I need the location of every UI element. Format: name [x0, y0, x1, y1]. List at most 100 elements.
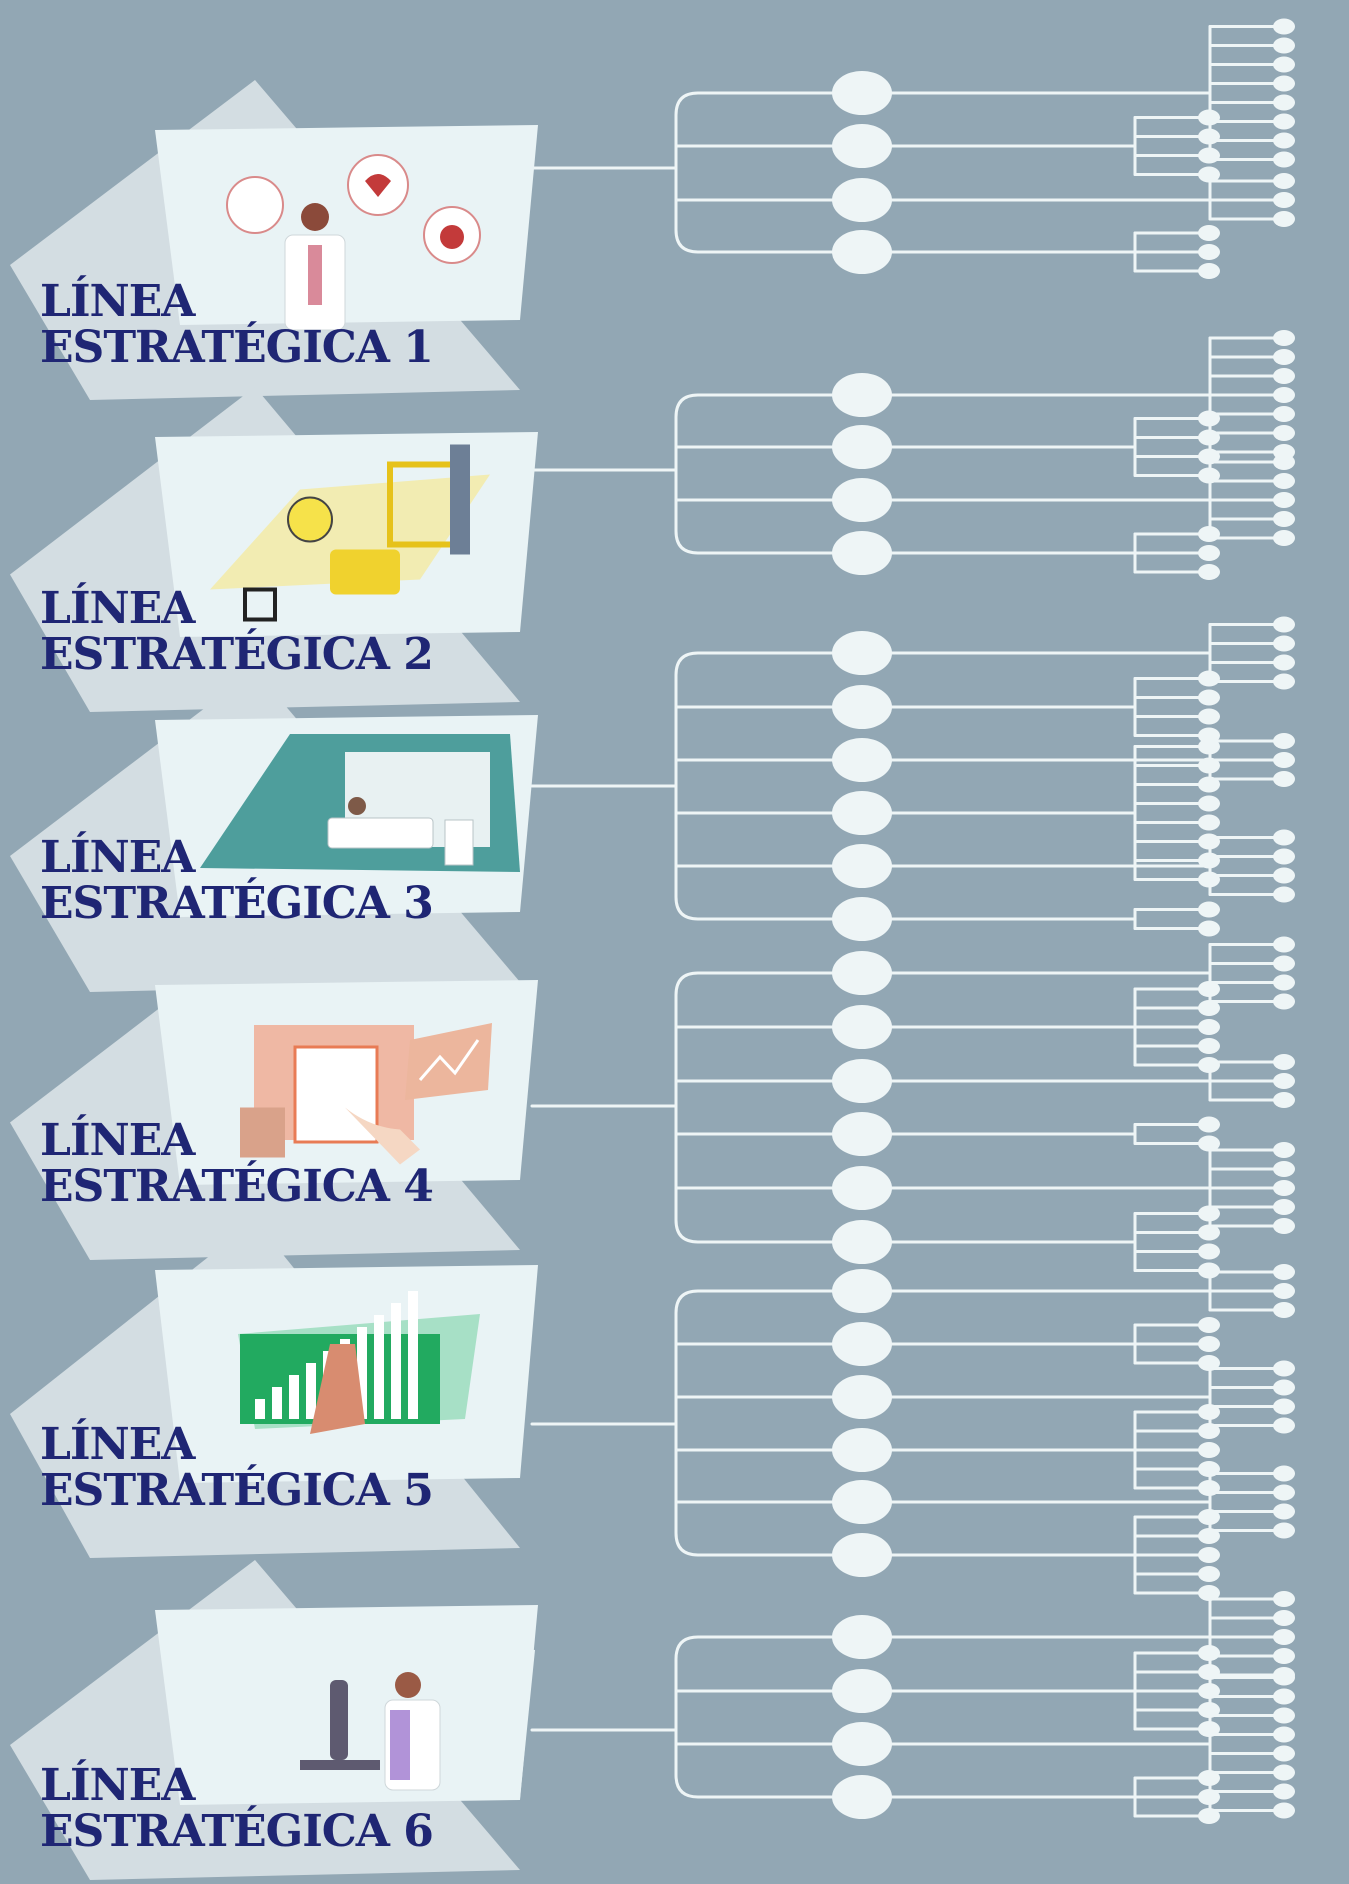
action-leaf: [1273, 511, 1295, 527]
doctor-health-icons: [226, 154, 481, 331]
action-leaf: [1273, 635, 1295, 652]
action-leaf: [1198, 166, 1220, 183]
action-leaf: [1273, 1726, 1295, 1743]
action-leaf: [1198, 1135, 1220, 1152]
action-leaf: [1273, 1073, 1295, 1089]
action-leaf: [1273, 673, 1295, 690]
line-title-3: LÍNEA ESTRATÉGICA 3: [40, 835, 434, 927]
action-leaf: [1273, 1745, 1295, 1762]
action-leaf: [1273, 132, 1295, 149]
action-leaf: [1273, 771, 1295, 787]
growth-bar: [272, 1387, 282, 1419]
action-leaf: [1198, 263, 1220, 279]
growth-bar: [306, 1363, 316, 1419]
objective-node: [832, 531, 892, 575]
action-leaf: [1273, 1161, 1295, 1177]
objective-node: [832, 230, 892, 274]
action-leaf: [1198, 814, 1220, 831]
card-1: [10, 80, 538, 400]
action-leaf: [1273, 75, 1295, 92]
action-leaf: [1273, 1802, 1295, 1819]
objective-node: [832, 1112, 892, 1156]
action-leaf: [1273, 1522, 1295, 1539]
action-leaf: [1198, 920, 1220, 937]
action-leaf: [1273, 473, 1295, 489]
action-leaf: [1198, 1442, 1220, 1458]
bracket-spine: [674, 1635, 834, 1799]
action-leaf: [1273, 192, 1295, 208]
objective-node: [832, 71, 892, 115]
growth-bar: [289, 1375, 299, 1419]
action-leaf: [1273, 1688, 1295, 1705]
microscope-base: [300, 1760, 380, 1770]
action-leaf: [1273, 492, 1295, 508]
cabinet-icon: [444, 819, 474, 866]
action-leaf: [1273, 1092, 1295, 1108]
objective-node: [832, 897, 892, 941]
line-title-1: LÍNEA ESTRATÉGICA 1: [40, 279, 434, 371]
action-leaf: [1273, 1360, 1295, 1377]
action-leaf: [1198, 564, 1220, 580]
objective-node: [832, 631, 892, 675]
objective-node: [832, 791, 892, 835]
action-leaf: [1198, 1336, 1220, 1352]
card-5: [10, 1220, 538, 1558]
action-leaf: [1198, 128, 1220, 145]
hospital-bed-icon: [327, 817, 434, 849]
card-6: [10, 1560, 538, 1880]
action-leaf: [1273, 387, 1295, 403]
fitness-icon: [226, 176, 284, 234]
action-leaf: [1198, 1566, 1220, 1582]
action-leaf: [1273, 94, 1295, 111]
action-leaf: [1198, 109, 1220, 126]
action-leaf: [1273, 1629, 1295, 1645]
action-leaf: [1273, 936, 1295, 953]
person-legs: [450, 444, 470, 555]
bracket-spine: [674, 651, 834, 921]
tree-5: [530, 1264, 1295, 1601]
action-leaf: [1198, 1205, 1220, 1222]
action-leaf: [1273, 867, 1295, 884]
growth-bar: [391, 1303, 401, 1419]
objective-node: [832, 844, 892, 888]
action-leaf: [1273, 1783, 1295, 1800]
cards-layer: [10, 80, 538, 1880]
note-square: [240, 1107, 285, 1158]
tree-3: [530, 616, 1295, 941]
action-leaf: [1198, 410, 1220, 427]
walker-medical-kit: [210, 444, 490, 622]
line-word-2: LÍNEA: [40, 583, 195, 634]
action-leaf: [1198, 795, 1220, 812]
line-name-5: ESTRATÉGICA 5: [40, 1465, 434, 1516]
medical-kit-icon: [330, 549, 400, 595]
action-leaf: [1273, 1283, 1295, 1299]
action-leaf: [1273, 330, 1295, 346]
action-leaf: [1198, 545, 1220, 561]
tree-6: [530, 1591, 1295, 1824]
action-leaf: [1273, 1417, 1295, 1434]
bracket-spine: [674, 393, 834, 555]
action-leaf: [1273, 616, 1295, 633]
action-leaf: [1198, 901, 1220, 918]
action-leaf: [1273, 37, 1295, 54]
hand-icon: [345, 1107, 420, 1165]
action-leaf: [1198, 1116, 1220, 1133]
stethoscope-icon: [287, 496, 333, 543]
card-panel: [155, 125, 538, 325]
action-leaf: [1198, 147, 1220, 164]
action-leaf: [1273, 1199, 1295, 1215]
action-leaf: [1198, 1528, 1220, 1544]
objective-node: [832, 178, 892, 222]
action-leaf: [1198, 981, 1220, 997]
objective-node: [832, 1375, 892, 1419]
objective-node: [832, 1166, 892, 1210]
action-leaf: [1198, 1808, 1220, 1824]
objective-node: [832, 1480, 892, 1524]
line-title-2: LÍNEA ESTRATÉGICA 2: [40, 583, 434, 678]
objective-node: [832, 1533, 892, 1577]
action-leaf: [1273, 173, 1295, 189]
line-word-4: LÍNEA: [40, 1115, 195, 1166]
action-leaf: [1273, 530, 1295, 546]
action-leaf: [1273, 56, 1295, 73]
